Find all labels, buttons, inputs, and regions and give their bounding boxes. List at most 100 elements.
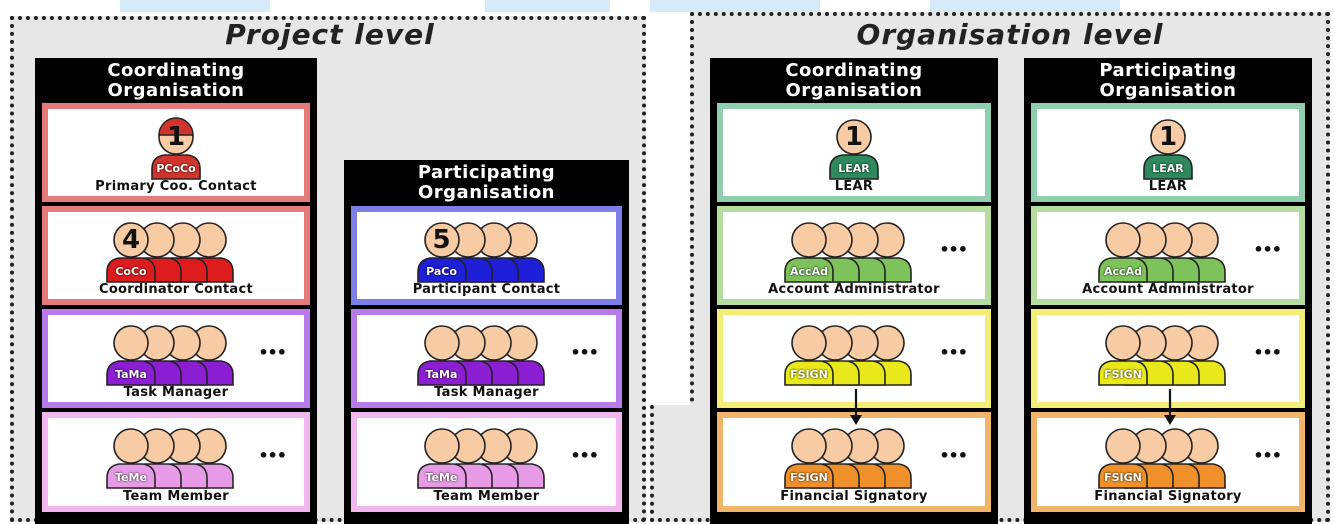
person-group-icon xyxy=(1098,222,1226,283)
role-icon: TaMa xyxy=(412,319,562,389)
role-icon: FSIGN xyxy=(1093,319,1243,389)
role-badge: PaCo xyxy=(426,265,457,278)
person-group-icon xyxy=(784,428,912,489)
column-header-line: Coordinating xyxy=(785,60,923,81)
top-strip xyxy=(120,0,270,12)
role-label: Team Member xyxy=(433,489,540,504)
role-badge: FSIGN xyxy=(1104,471,1142,484)
role-label: LEAR xyxy=(1148,179,1188,194)
person-icon xyxy=(1098,428,1148,489)
person-group-icon xyxy=(1098,428,1226,489)
role-badge: TaMa xyxy=(115,368,147,381)
column-header-line: Organisation xyxy=(1099,80,1237,101)
role-count: 1 xyxy=(166,122,186,152)
arrow-down-icon xyxy=(850,389,862,425)
person-icon xyxy=(784,428,834,489)
person-icon xyxy=(416,222,467,283)
role-count: 1 xyxy=(844,122,864,152)
person-group-icon xyxy=(784,222,912,283)
more-ellipsis: ••• xyxy=(939,343,968,362)
column-header-line: Organisation xyxy=(107,80,245,101)
role-icon: TeMe xyxy=(101,422,251,492)
more-ellipsis: ••• xyxy=(1253,240,1282,259)
more-ellipsis: ••• xyxy=(258,343,287,362)
person-icon xyxy=(416,428,467,489)
role-icon: FSIGN xyxy=(779,319,929,389)
numbered-person-icon xyxy=(1143,119,1193,180)
role-box: AccAd•••Account Administrator xyxy=(717,206,991,305)
column-header-line: Organisation xyxy=(785,80,923,101)
numbered-person-icon xyxy=(106,222,234,283)
person-icon xyxy=(416,325,467,386)
role-badge: LEAR xyxy=(838,162,870,175)
role-label: Primary Coo. Contact xyxy=(95,179,257,194)
role-label: Participant Contact xyxy=(412,282,561,297)
role-box: FSIGN ••• xyxy=(1031,309,1305,408)
role-box: FSIGN•••Financial Signatory xyxy=(717,412,991,512)
role-box: FSIGN ••• xyxy=(717,309,991,408)
numbered-person-icon xyxy=(151,117,201,180)
person-icon xyxy=(1098,325,1148,386)
numbered-person-icon xyxy=(829,119,879,180)
column-header-line: Organisation xyxy=(417,182,555,203)
role-badge: AccAd xyxy=(1104,265,1142,278)
person-group-icon xyxy=(106,428,234,489)
role-icon: AccAd xyxy=(1093,216,1243,286)
role-count: 1 xyxy=(1158,122,1178,152)
role-icon: FSIGN xyxy=(1093,422,1243,492)
role-label: Coordinator Contact xyxy=(98,282,254,297)
role-box: TaMa•••Task Manager xyxy=(42,309,310,408)
person-icon xyxy=(1143,119,1193,180)
organisation-level-title: Organisation level xyxy=(856,18,1164,51)
top-strip xyxy=(485,0,610,12)
role-badge: PCoCo xyxy=(156,162,196,175)
person-group-icon xyxy=(1098,325,1226,386)
top-strip xyxy=(650,0,820,12)
role-box: TeMe•••Team Member xyxy=(42,412,310,512)
role-badge: TaMa xyxy=(425,368,458,381)
role-label: Account Administrator xyxy=(768,282,940,297)
role-count: 5 xyxy=(432,225,451,255)
role-badge: CoCo xyxy=(115,265,147,278)
more-ellipsis: ••• xyxy=(258,446,287,465)
role-badge: TeMe xyxy=(115,471,147,484)
role-badge: TeMe xyxy=(425,471,458,484)
more-ellipsis: ••• xyxy=(939,446,968,465)
person-icon xyxy=(1098,222,1148,283)
more-ellipsis: ••• xyxy=(1253,446,1282,465)
person-icon xyxy=(829,119,879,180)
person-group-icon xyxy=(416,325,545,386)
top-strip xyxy=(930,0,1120,12)
role-icon: TaMa xyxy=(101,319,251,389)
role-icon: AccAd xyxy=(779,216,929,286)
role-badge: FSIGN xyxy=(1104,368,1142,381)
person-icon xyxy=(784,325,834,386)
more-ellipsis: ••• xyxy=(570,343,599,362)
role-label: Account Administrator xyxy=(1082,282,1254,297)
person-icon xyxy=(106,222,156,283)
column-header-line: Coordinating xyxy=(107,60,245,81)
column-header-line: Participating xyxy=(417,162,556,183)
more-ellipsis: ••• xyxy=(1253,343,1282,362)
role-icon: FSIGN xyxy=(779,422,929,492)
person-group-icon xyxy=(784,325,912,386)
role-box: TeMe•••Team Member xyxy=(351,412,622,512)
role-box: TaMa•••Task Manager xyxy=(351,309,622,408)
role-icon: TeMe xyxy=(412,422,562,492)
